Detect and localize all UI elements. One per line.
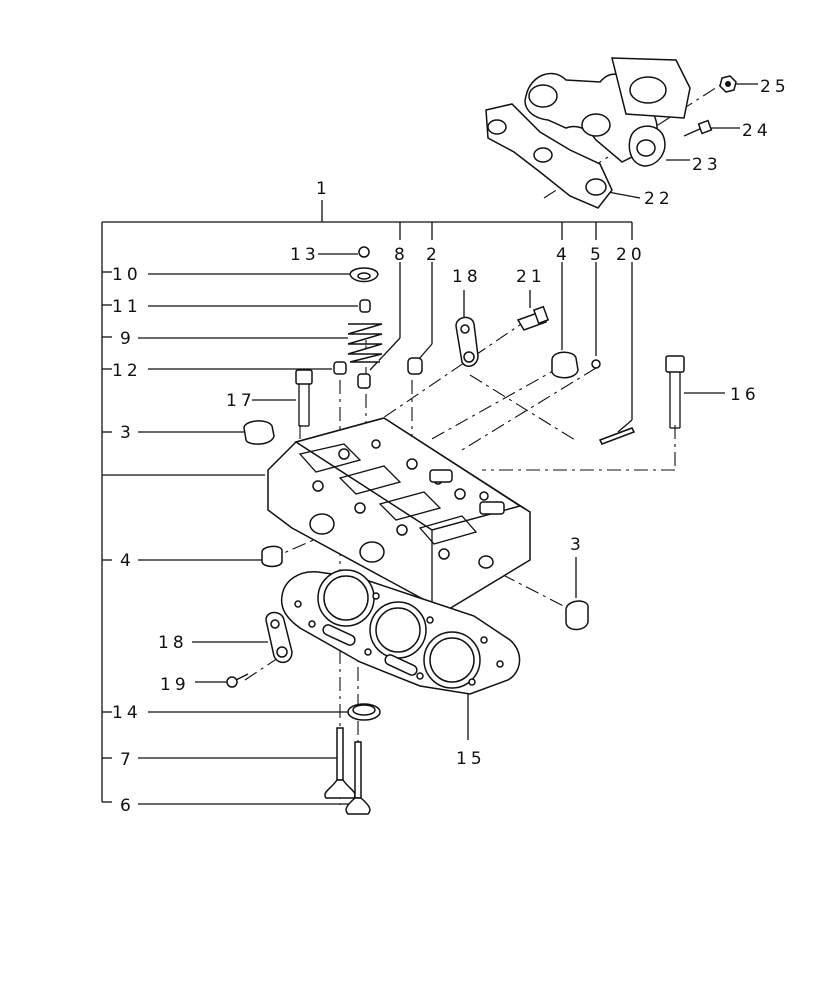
head-bolt-long — [665, 355, 685, 429]
label-9: 9 — [120, 329, 135, 349]
label-23: 23 — [692, 155, 722, 175]
label-1: 1 — [316, 179, 331, 199]
label-22: 22 — [644, 189, 674, 209]
label-14: 14 — [112, 703, 142, 723]
lifting-bracket-top — [455, 316, 479, 367]
label-11: 11 — [112, 297, 142, 317]
valve-seat-ring — [347, 703, 381, 721]
head-gasket — [280, 569, 521, 695]
label-3-left: 3 — [120, 423, 135, 443]
label-7: 7 — [120, 750, 135, 770]
exhaust-valve — [345, 741, 371, 815]
label-19: 19 — [160, 675, 190, 695]
leader-lines — [138, 83, 758, 805]
label-17: 17 — [226, 391, 256, 411]
label-16: 16 — [730, 385, 760, 405]
label-5: 5 — [590, 245, 605, 265]
label-13: 13 — [290, 245, 320, 265]
head-bolt-short — [295, 369, 313, 427]
manifold-gasket — [628, 125, 666, 167]
manifold-nut — [719, 75, 737, 93]
label-10: 10 — [112, 265, 142, 285]
label-8: 8 — [394, 245, 409, 265]
label-4-top: 4 — [556, 245, 571, 265]
label-18-bottom: 18 — [158, 633, 188, 653]
label-24: 24 — [742, 121, 772, 141]
label-3-right: 3 — [570, 535, 585, 555]
plugs — [226, 351, 636, 688]
manifold-bolt — [683, 119, 713, 137]
label-25: 25 — [760, 77, 790, 97]
cylinder-head — [267, 417, 531, 613]
bracket-bolt — [516, 305, 550, 331]
exhaust-manifold — [485, 57, 691, 209]
bracket-lines — [101, 200, 633, 803]
lifting-bracket-bottom — [265, 611, 293, 664]
part-labels: 1 13 10 11 9 12 17 3 4 18 19 14 7 6 8 2 … — [112, 77, 790, 816]
valve-train — [333, 246, 423, 389]
label-15: 15 — [456, 749, 486, 769]
label-2: 2 — [426, 245, 441, 265]
label-20: 20 — [616, 245, 646, 265]
label-4-left: 4 — [120, 551, 135, 571]
label-21: 21 — [516, 267, 546, 287]
label-18-top: 18 — [452, 267, 482, 287]
label-6: 6 — [120, 796, 135, 816]
label-12: 12 — [112, 361, 142, 381]
intake-valve — [324, 727, 356, 799]
